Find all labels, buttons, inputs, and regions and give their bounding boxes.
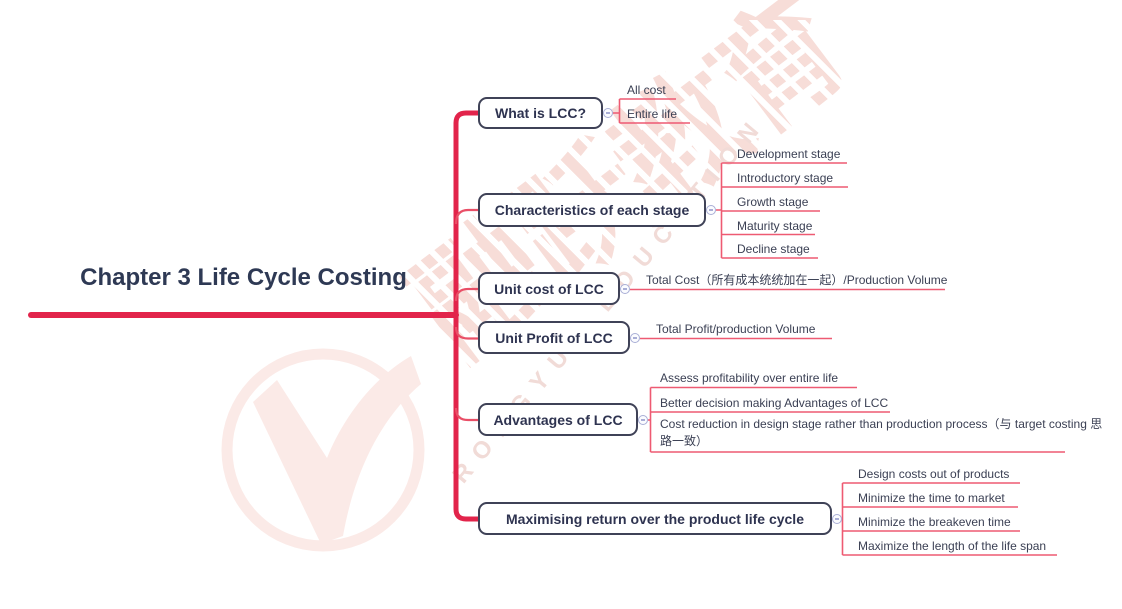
- child-topic[interactable]: All cost: [627, 83, 666, 97]
- child-topic[interactable]: Maturity stage: [737, 219, 813, 233]
- minus-glyph: [709, 209, 713, 211]
- child-topic[interactable]: Cost reduction in design stage rather th…: [660, 417, 1103, 448]
- child-topic[interactable]: Decline stage: [737, 242, 810, 256]
- topic-maximising-return[interactable]: Maximising return over the product life …: [478, 502, 832, 535]
- collapse-minus-icon[interactable]: [603, 108, 613, 118]
- watermark-logo-icon: [221, 348, 425, 552]
- collapse-minus-icon[interactable]: [706, 205, 716, 215]
- branch-stub: [454, 287, 478, 302]
- topic-unit-cost-of-lcc[interactable]: Unit cost of LCC: [478, 272, 620, 305]
- child-topic[interactable]: Maximize the length of the life span: [858, 539, 1047, 553]
- child-topic[interactable]: Total Profit/production Volume: [656, 322, 816, 336]
- child-topic[interactable]: Minimize the time to market: [858, 491, 1005, 505]
- child-topic[interactable]: Entire life: [627, 107, 678, 121]
- child-topic[interactable]: Minimize the breakeven time: [858, 515, 1011, 529]
- topic-unit-profit-of-lcc[interactable]: Unit Profit of LCC: [478, 321, 630, 354]
- branch-stub: [454, 208, 478, 225]
- topic-advantages-of-lcc[interactable]: Advantages of LCC: [478, 403, 638, 436]
- collapse-minus-icon[interactable]: [832, 514, 842, 524]
- branch-stub: [454, 326, 478, 340]
- collapse-minus-icon[interactable]: [630, 333, 640, 343]
- child-topic[interactable]: Design costs out of products: [858, 467, 1010, 481]
- minus-glyph: [835, 518, 839, 520]
- minus-glyph: [606, 112, 610, 114]
- child-topic[interactable]: Development stage: [737, 147, 841, 161]
- topic-characteristics[interactable]: Characteristics of each stage: [478, 193, 706, 227]
- minus-glyph: [633, 337, 637, 339]
- child-topic[interactable]: Total Cost（所有成本统统加在一起）/Production Volume: [646, 273, 948, 287]
- child-topic[interactable]: Introductory stage: [737, 171, 834, 185]
- trunk-down: [453, 315, 478, 522]
- collapse-minus-icon[interactable]: [638, 415, 648, 425]
- trunk-up: [453, 110, 478, 315]
- minus-glyph: [623, 288, 627, 290]
- root-topic[interactable]: Chapter 3 Life Cycle Costing: [80, 264, 407, 291]
- minus-glyph: [641, 419, 645, 421]
- topic-what-is-lcc[interactable]: What is LCC?: [478, 97, 603, 129]
- child-topic[interactable]: Growth stage: [737, 195, 809, 209]
- branch-stub: [454, 407, 478, 422]
- child-topic[interactable]: Assess profitability over entire life: [660, 371, 839, 385]
- child-topic[interactable]: Better decision making Advantages of LCC: [660, 396, 889, 410]
- collapse-minus-icon[interactable]: [620, 284, 630, 294]
